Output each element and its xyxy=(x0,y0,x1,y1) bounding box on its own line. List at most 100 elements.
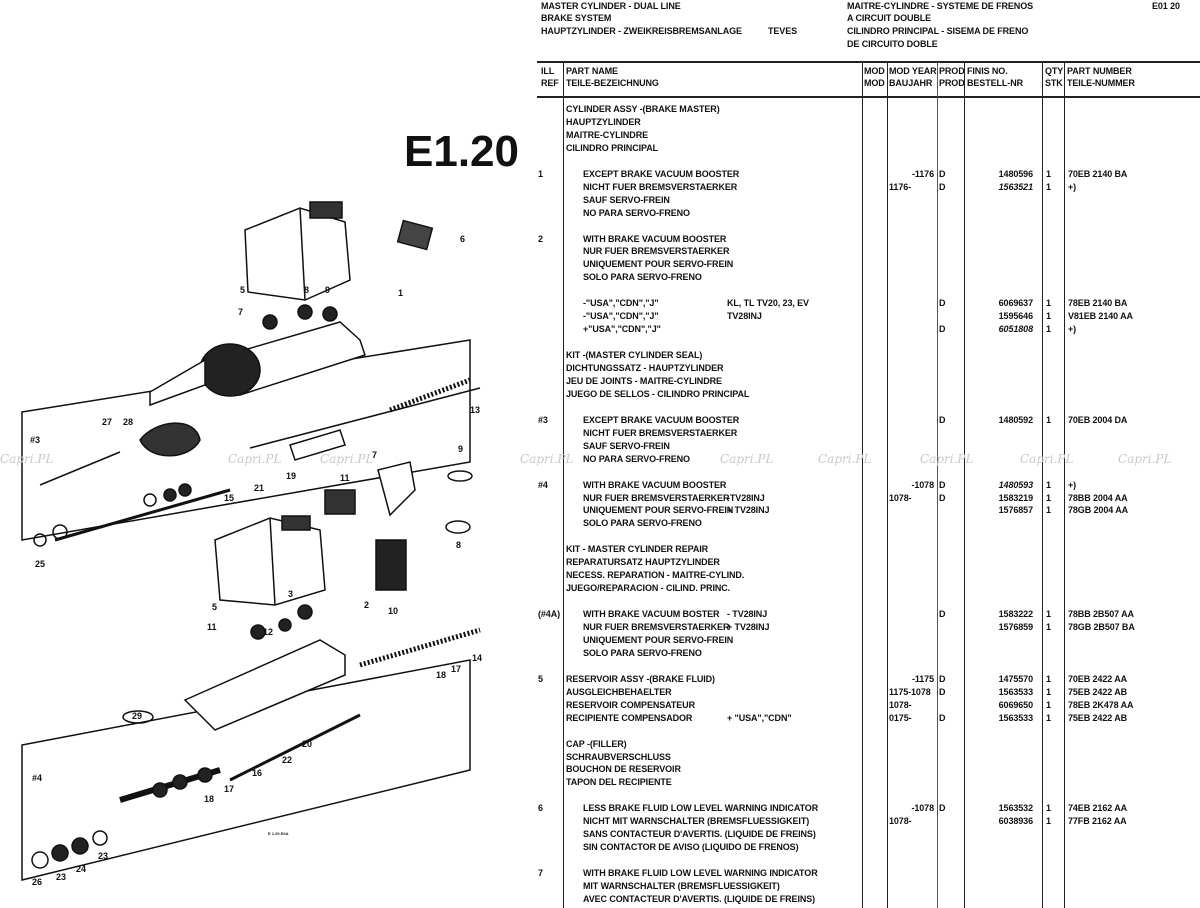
callout: 8 xyxy=(304,285,309,295)
col-ill-ref-2: REF xyxy=(541,78,559,88)
part-name: NECESS. REPARATION - MAITRE-CYLIND. xyxy=(566,570,745,581)
part-name: AUSGLEICHBEHAELTER xyxy=(566,686,672,697)
mod-year: 1078- xyxy=(889,816,912,827)
quantity: 1 xyxy=(1046,414,1051,425)
part-name: BOUCHON DE RESERVOIR xyxy=(566,764,681,775)
upper-assembly-drawing xyxy=(21,201,481,591)
part-name: -"USA","CDN","J" xyxy=(583,311,659,322)
callout: 2 xyxy=(364,600,369,610)
mod-year: 1176- xyxy=(889,181,912,192)
finis-number: 1475570 xyxy=(998,673,1033,684)
quantity: 1 xyxy=(1046,622,1051,632)
part-name: NUR FUER BREMSVERSTAERKER xyxy=(583,622,730,632)
ill-ref: #3 xyxy=(538,414,548,425)
part-name: WITH BRAKE VACUUM BOSTER xyxy=(583,609,720,620)
exploded-parts-diagram: E1.20 6 xyxy=(21,127,519,887)
part-name: REPARATURSATZ HAUPTZYLINDER xyxy=(566,557,720,568)
model-note: -TV28INJ xyxy=(727,492,765,503)
part-name: WITH BRAKE VACUUM BOOSTER xyxy=(583,479,727,490)
part-name: CILINDRO PRINCIPAL xyxy=(566,142,659,153)
col-prod-2: PROD xyxy=(939,78,965,88)
part-name: JUEGO DE SELLOS - CILINDRO PRINCIPAL xyxy=(566,388,750,399)
mod-year: -1078 xyxy=(911,479,934,490)
ill-ref: 6 xyxy=(538,803,543,814)
column-divider xyxy=(964,62,966,908)
part-number: 78GB 2B507 BA xyxy=(1068,622,1135,632)
part-name: TAPON DEL RECIPIENTE xyxy=(566,777,672,788)
part-number: 75EB 2422 AB xyxy=(1068,686,1128,697)
col-part-number: PART NUMBER xyxy=(1067,66,1132,76)
callout: 10 xyxy=(388,606,398,616)
ill-ref: (#4A) xyxy=(538,609,561,620)
part-name: EXCEPT BRAKE VACUUM BOOSTER xyxy=(583,168,740,179)
callout: 15 xyxy=(224,493,234,503)
quantity: 1 xyxy=(1046,609,1051,620)
title-de: HAUPTZYLINDER - ZWEIKREISBREMSANLAGE xyxy=(541,26,742,36)
col-finis: FINIS NO. xyxy=(967,66,1008,76)
mod-year: 1078- xyxy=(889,492,912,503)
callout: 9 xyxy=(458,444,463,454)
quantity: 1 xyxy=(1046,699,1051,710)
part-name: RESERVOIR COMPENSATEUR xyxy=(566,699,695,710)
part-name: KIT - MASTER CYLINDER REPAIR xyxy=(566,544,709,555)
watermark: Capri.PL xyxy=(520,452,574,466)
part-name: UNIQUEMENT POUR SERVO-FREIN xyxy=(583,505,734,516)
part-name: NICHT FUER BREMSVERSTAERKER xyxy=(583,181,738,192)
callout: 5 xyxy=(240,285,245,295)
ill-ref: #4 xyxy=(538,479,548,490)
callout: 25 xyxy=(35,559,45,569)
part-name: -"USA","CDN","J" xyxy=(583,298,659,309)
callout: 1 xyxy=(398,288,403,298)
quantity: 1 xyxy=(1046,816,1051,827)
watermark: Capri.PL xyxy=(228,452,282,466)
part-number: 78BB 2B507 AA xyxy=(1068,609,1134,620)
part-name: SAUF SERVO-FREIN xyxy=(583,194,670,205)
prod-code: D xyxy=(939,686,946,697)
callout: 24 xyxy=(76,864,86,874)
finis-number: 1595646 xyxy=(998,311,1033,322)
quantity: 1 xyxy=(1046,479,1051,490)
finis-number: 1563533 xyxy=(998,712,1033,723)
prod-code: D xyxy=(939,609,946,620)
callout: 7 xyxy=(372,450,377,460)
callout: 29 xyxy=(132,711,142,721)
finis-number: 1480593 xyxy=(998,479,1033,490)
quantity: 1 xyxy=(1046,324,1051,335)
part-name: NICHT FUER BREMSVERSTAERKER xyxy=(583,427,738,438)
part-name: CYLINDER ASSY -(BRAKE MASTER) xyxy=(566,104,720,114)
column-divider xyxy=(887,62,889,908)
part-name: SOLO PARA SERVO-FRENO xyxy=(583,647,702,658)
callout: 28 xyxy=(123,417,133,427)
prod-code: D xyxy=(939,324,946,335)
model-note: + TV28INJ xyxy=(727,622,770,632)
part-name: AVEC CONTACTEUR D'AVERTIS. (LIQUIDE DE F… xyxy=(583,893,816,904)
part-name: UNIQUEMENT POUR SERVO-FREIN xyxy=(583,259,734,270)
prod-code: D xyxy=(939,673,946,684)
quantity: 1 xyxy=(1046,311,1051,322)
prod-code: D xyxy=(939,168,946,179)
finis-number: 6069650 xyxy=(998,699,1033,710)
callout: 17 xyxy=(224,784,234,794)
quantity: 1 xyxy=(1046,492,1051,503)
col-part-name: PART NAME xyxy=(566,66,618,76)
callout: 18 xyxy=(436,670,446,680)
ill-ref: 2 xyxy=(538,233,543,244)
prod-code: D xyxy=(939,479,946,490)
prod-code: D xyxy=(939,712,946,723)
finis-number: 1563521 xyxy=(998,181,1033,192)
ill-ref: 5 xyxy=(538,673,543,684)
prod-code: D xyxy=(939,492,946,503)
callout: #4 xyxy=(32,773,42,783)
quantity: 1 xyxy=(1046,803,1051,814)
mod-year: 0175- xyxy=(889,712,912,723)
part-name: SANS CONTACTEUR D'AVERTIS. (LIQUIDE DE F… xyxy=(583,829,816,840)
prod-code: D xyxy=(939,181,946,192)
callout: 11 xyxy=(340,473,350,483)
part-number: 70EB 2004 DA xyxy=(1068,414,1128,425)
part-name: JUEGO/REPARACION - CILIND. PRINC. xyxy=(566,583,731,594)
mod-year: -1078 xyxy=(911,803,934,814)
prod-code: D xyxy=(939,803,946,814)
part-name: NUR FUER BREMSVERSTAERKER xyxy=(583,492,730,503)
col-qty: QTY xyxy=(1045,66,1064,76)
manufacturer: TEVES xyxy=(768,26,798,36)
